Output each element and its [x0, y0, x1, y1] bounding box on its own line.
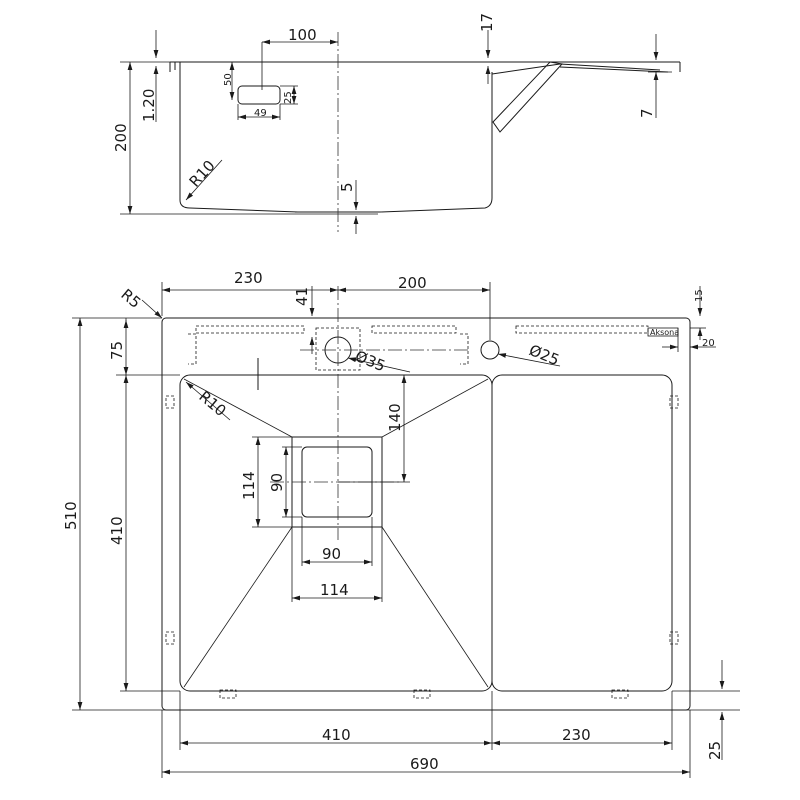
plan-dim-41: 41 — [293, 287, 311, 306]
plan-dim-410-bottom: 410 — [322, 726, 351, 744]
plan-dim-690: 690 — [410, 755, 439, 773]
plan-dim-114-vert: 114 — [240, 471, 258, 500]
side-dim-50: 50 — [223, 73, 234, 86]
plan-dim-75: 75 — [108, 341, 126, 360]
plan-dim-15: 15 — [694, 289, 705, 302]
plan-dim-r5: R5 — [117, 285, 144, 312]
plan-dim-510: 510 — [62, 501, 80, 530]
side-dim-200: 200 — [112, 123, 130, 152]
plan-view: Aksona 230 200 R5 41 15 20 75 — [62, 269, 740, 778]
plan-dim-90-vert: 90 — [268, 473, 286, 492]
plan-dim-d25: Ø25 — [527, 341, 562, 369]
side-dim-49: 49 — [254, 108, 267, 119]
side-dim-17: 17 — [478, 13, 496, 32]
brand-mark: Aksona — [650, 328, 679, 337]
side-dim-25: 25 — [283, 91, 294, 104]
plan-dim-200-top: 200 — [398, 274, 427, 292]
plan-dim-230-top: 230 — [234, 269, 263, 287]
side-dim-r10: R10 — [186, 157, 219, 191]
plan-dim-410-left: 410 — [108, 516, 126, 545]
side-dim-5: 5 — [338, 182, 356, 192]
plan-dim-90-horiz: 90 — [322, 545, 341, 563]
side-dim-1-20: 1.20 — [140, 89, 158, 122]
side-view: 100 17 200 1.20 50 25 49 R10 5 — [112, 13, 681, 234]
plan-dim-25: 25 — [706, 741, 724, 760]
plan-dim-114-horiz: 114 — [320, 581, 349, 599]
side-dim-7: 7 — [638, 108, 656, 118]
plan-dim-140: 140 — [386, 403, 404, 432]
side-dim-100: 100 — [288, 26, 317, 44]
plan-dim-230-bottom: 230 — [562, 726, 591, 744]
plan-dim-d35: Ø35 — [353, 347, 388, 375]
plan-dim-20: 20 — [702, 338, 715, 349]
